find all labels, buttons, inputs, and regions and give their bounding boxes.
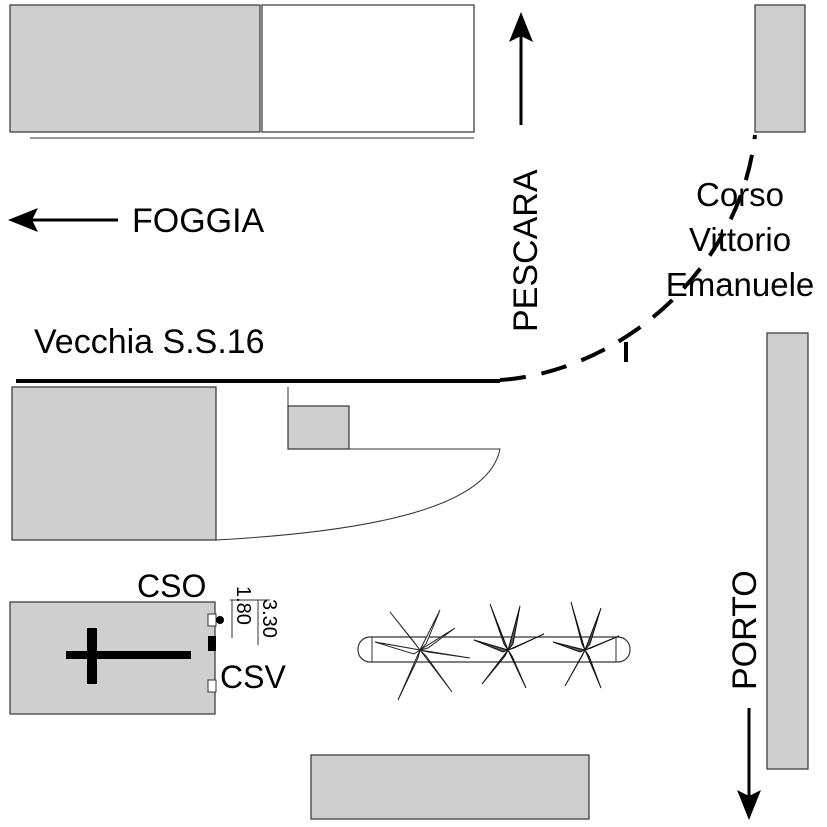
corso-label-line2: Vittorio — [689, 221, 791, 258]
porto-label: PORTO — [726, 570, 764, 690]
arrow-left-icon — [8, 208, 118, 232]
arrow-down-icon — [737, 708, 761, 820]
cso-label: CSO — [137, 568, 206, 604]
cross-icon — [66, 628, 191, 684]
arrow-up-icon — [509, 12, 533, 125]
church-door-mid — [208, 636, 216, 651]
building-bottom — [310, 754, 590, 820]
cso-point — [216, 616, 224, 624]
building-top-right — [754, 4, 806, 133]
dimension-1-80: 1.80 — [232, 586, 254, 625]
pescara-label: PESCARA — [507, 169, 545, 332]
dimension-annotation: 1.80 3.30 — [230, 586, 280, 645]
building-top-left — [9, 4, 261, 133]
building-mid-left — [11, 386, 217, 541]
corso-label-line3: Emanuele — [666, 266, 815, 303]
building-small — [287, 405, 350, 450]
building-top-center — [261, 4, 475, 133]
csv-label: CSV — [220, 659, 286, 695]
road-corso-curve — [499, 134, 757, 382]
plot-outline — [215, 387, 501, 541]
dimension-3-30: 3.30 — [258, 599, 280, 638]
church-door-bottom — [207, 679, 217, 693]
corso-label-line1: Corso — [696, 176, 784, 213]
church-door-top — [207, 613, 217, 627]
foggia-label: FOGGIA — [132, 202, 265, 240]
vecchia-label: Vecchia S.S.16 — [34, 323, 265, 361]
palm-plant-icon — [374, 601, 620, 701]
building-right-long — [766, 332, 809, 770]
